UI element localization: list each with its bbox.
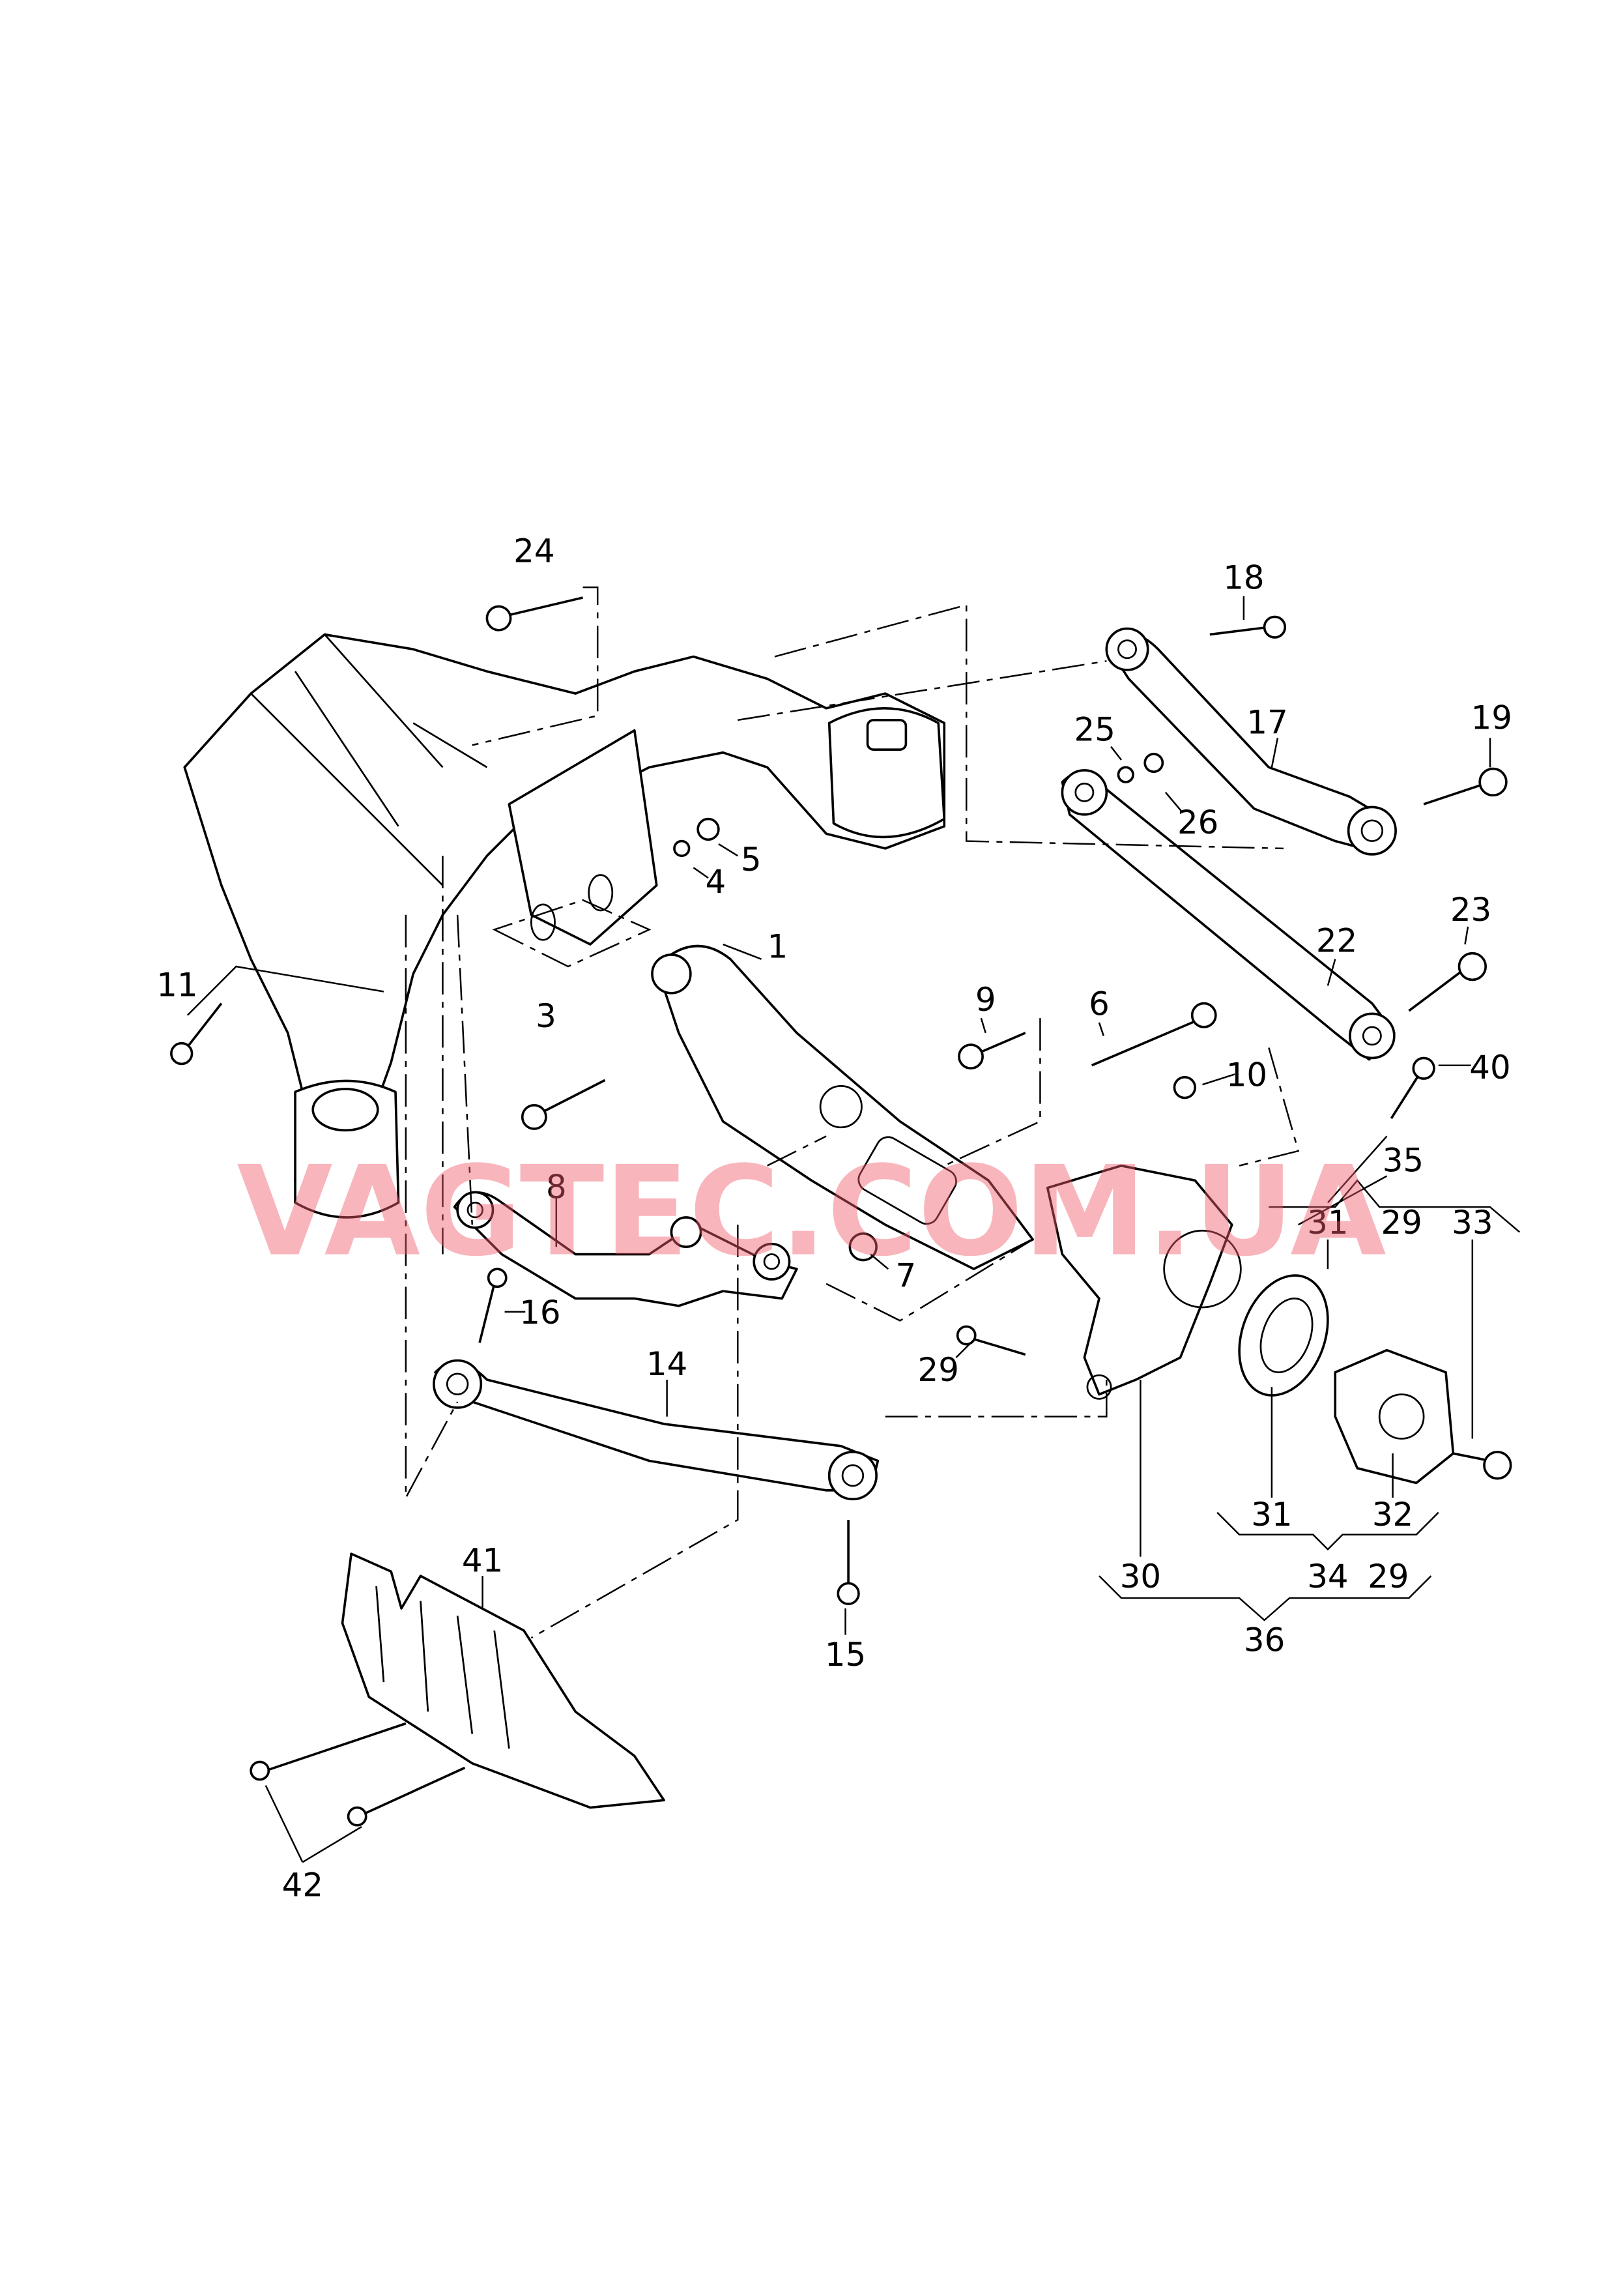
part-label[interactable]: 23 — [1450, 891, 1491, 929]
part-label[interactable]: 7 — [896, 1257, 917, 1294]
part-label[interactable]: 5 — [741, 841, 762, 879]
bolts — [170, 596, 1512, 1827]
part-label[interactable]: 26 — [1177, 804, 1218, 841]
wheel-bearing-housing — [1046, 1164, 1242, 1400]
lower-control-arm — [651, 944, 1034, 1270]
part-label[interactable]: 24 — [513, 532, 554, 570]
part-labels: 24 18 25 17 19 26 5 4 1 11 3 9 6 23 22 1… — [156, 532, 1512, 1904]
part-label[interactable]: 29 — [918, 1351, 959, 1389]
part-label[interactable]: 29 — [1368, 1558, 1409, 1595]
part-label[interactable]: 10 — [1226, 1056, 1267, 1094]
part-label[interactable]: 36 — [1244, 1621, 1285, 1659]
leader-lines — [186, 586, 1521, 1863]
trailing-link — [1061, 769, 1396, 1061]
lateral-link-14 — [433, 1359, 880, 1501]
underbody-guard — [341, 1552, 665, 1809]
part-label[interactable]: 1 — [768, 927, 788, 965]
part-label[interactable]: 29 — [1381, 1204, 1422, 1242]
part-label[interactable]: 31 — [1251, 1496, 1292, 1533]
part-label[interactable]: 11 — [156, 966, 197, 1004]
part-label[interactable]: 8 — [546, 1168, 567, 1206]
part-label[interactable]: 22 — [1316, 922, 1357, 959]
part-label[interactable]: 18 — [1223, 559, 1264, 596]
part-label[interactable]: 41 — [462, 1541, 503, 1579]
watermark: VAGTEC.COM.UA — [237, 1139, 1386, 1284]
part-label[interactable]: 3 — [536, 997, 556, 1035]
part-label[interactable]: 15 — [825, 1636, 866, 1674]
lateral-arm-8 — [453, 1191, 798, 1307]
part-label[interactable]: 16 — [519, 1294, 560, 1331]
subframe — [183, 633, 946, 1219]
part-label[interactable]: 42 — [282, 1866, 323, 1904]
part-label[interactable]: 31 — [1307, 1204, 1348, 1242]
part-label[interactable]: 25 — [1074, 711, 1115, 749]
part-label[interactable]: 40 — [1469, 1049, 1510, 1086]
part-label[interactable]: 17 — [1246, 703, 1287, 741]
part-label[interactable]: 6 — [1089, 985, 1110, 1023]
part-label[interactable]: 4 — [705, 863, 726, 901]
upper-control-arm — [1105, 627, 1397, 856]
wheel-bearing — [1238, 1274, 1329, 1397]
part-label[interactable]: 33 — [1452, 1204, 1493, 1242]
part-label[interactable]: 19 — [1471, 699, 1512, 736]
part-label[interactable]: 35 — [1383, 1142, 1424, 1180]
part-label[interactable]: 14 — [646, 1345, 687, 1383]
part-label[interactable]: 32 — [1372, 1496, 1413, 1533]
part-label[interactable]: 9 — [975, 981, 996, 1019]
wheel-hub — [1334, 1348, 1455, 1485]
part-label[interactable]: 34 — [1307, 1558, 1348, 1595]
part-label[interactable]: 30 — [1120, 1558, 1161, 1595]
